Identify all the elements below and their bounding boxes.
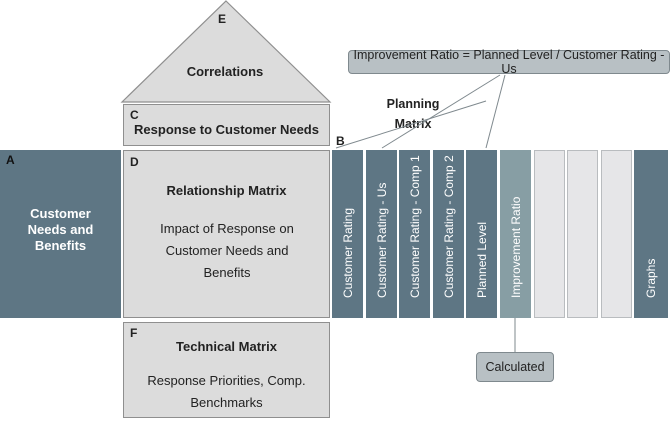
- column-improvement-ratio: Improvement Ratio: [500, 150, 531, 318]
- correlations-roof: [120, 0, 332, 103]
- relationship-matrix-box: [123, 150, 330, 318]
- technical-title: Technical Matrix: [176, 339, 277, 354]
- relationship-body: Impact of Response on Customer Needs and…: [160, 221, 294, 280]
- column-empty-1: [534, 150, 565, 318]
- column-empty-3: [601, 150, 632, 318]
- column-planned-level-label: Planned Level: [474, 221, 489, 298]
- column-planned-level: Planned Level: [466, 150, 497, 318]
- customer-letter: A: [6, 153, 15, 167]
- technical-body: Response Priorities, Comp. Benchmarks: [147, 373, 306, 410]
- planning-matrix-title: Planning Matrix: [386, 97, 440, 131]
- column-customer-rating-comp2-label: Customer Rating - Comp 2: [441, 155, 456, 298]
- technical-letter: F: [130, 326, 138, 340]
- technical-matrix-box: [123, 322, 330, 418]
- column-customer-rating-comp1: Customer Rating - Comp 1: [399, 150, 430, 318]
- improvement-ratio-formula-callout: Improvement Ratio = Planned Level / Cust…: [348, 48, 670, 76]
- column-customer-rating-comp2: Customer Rating - Comp 2: [433, 150, 464, 318]
- column-customer-rating-label: Customer Rating: [340, 207, 355, 298]
- response-title: Response to Customer Needs: [134, 122, 319, 137]
- calculated-callout: Calculated: [476, 352, 554, 382]
- customer-needs-box: [0, 150, 121, 318]
- column-customer-rating-comp1-label: Customer Rating - Comp 1: [407, 155, 422, 298]
- column-customer-rating-us-label: Customer Rating - Us: [374, 182, 389, 298]
- response-letter: C: [130, 108, 139, 122]
- column-graphs-label: Graphs: [644, 258, 658, 298]
- correlations-title: Correlations: [186, 64, 264, 79]
- column-customer-rating: Customer Rating: [332, 150, 363, 318]
- column-customer-rating-us: Customer Rating - Us: [366, 150, 397, 318]
- response-box: [123, 104, 330, 146]
- column-empty-2: [567, 150, 598, 318]
- planning-letter: B: [336, 134, 345, 148]
- relationship-title: Relationship Matrix: [166, 183, 287, 198]
- relationship-letter: D: [130, 155, 139, 169]
- customer-needs-title: Customer Needs and Benefits: [27, 206, 94, 253]
- roof-letter: E: [218, 12, 227, 26]
- column-improvement-ratio-label: Improvement Ratio: [508, 196, 523, 298]
- column-graphs: Graphs: [634, 150, 668, 318]
